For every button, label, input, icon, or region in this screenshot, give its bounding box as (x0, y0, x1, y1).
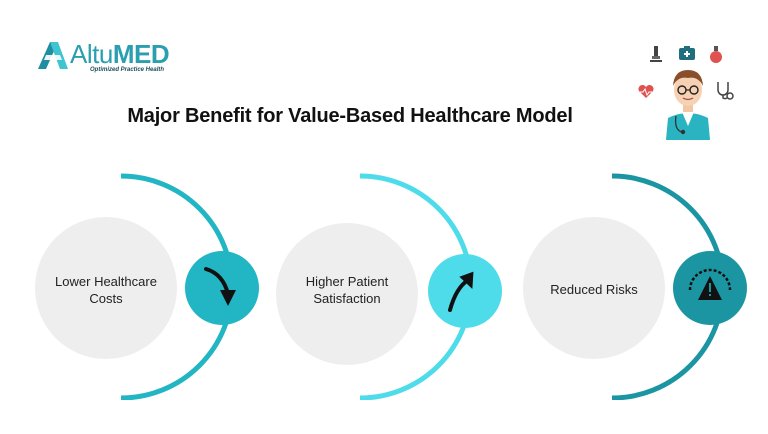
benefit-1-icon-circle (185, 251, 259, 325)
flask-icon (710, 46, 722, 63)
microscope-icon (650, 46, 662, 62)
benefit-1-label-line1: Lower Healthcare (55, 274, 157, 289)
stethoscope-icon (717, 82, 734, 100)
benefit-2-label-line2: Satisfaction (313, 291, 381, 306)
benefit-3-label-line1: Reduced Risks (550, 282, 638, 297)
brand-tagline: Optimized Practice Health (90, 67, 165, 73)
benefit-2-icon-circle (428, 254, 502, 328)
benefit-higher-satisfaction (276, 173, 502, 400)
benefit-2-label-line1: Higher Patient (305, 274, 389, 289)
altumed-logo-icon (38, 42, 68, 69)
benefit-1-circle (35, 217, 177, 359)
risk-gauge-icon (688, 268, 732, 300)
benefit-reduced-risks (523, 173, 747, 400)
benefit-3-label: Reduced Risks (534, 281, 654, 298)
benefit-3-circle (523, 217, 665, 359)
brand-logo: AltuMED Optimized Practice Health (36, 40, 186, 74)
brand-name: AltuMED (70, 39, 170, 69)
arrow-down-right-icon (204, 267, 236, 306)
benefit-2-label: Higher Patient Satisfaction (287, 273, 407, 307)
benefit-1-label-line2: Costs (89, 291, 123, 306)
benefit-lower-costs (35, 173, 259, 400)
page-title: Major Benefit for Value-Based Healthcare… (127, 105, 573, 127)
benefit-1-label: Lower Healthcare Costs (46, 273, 166, 307)
doctor-illustration (638, 46, 734, 140)
arrow-up-right-icon (448, 271, 474, 312)
benefit-2-circle (276, 223, 418, 365)
benefits-diagram (35, 173, 747, 400)
heart-icon (638, 84, 654, 98)
doctor-icon (666, 70, 710, 140)
first-aid-kit-icon (679, 46, 695, 60)
